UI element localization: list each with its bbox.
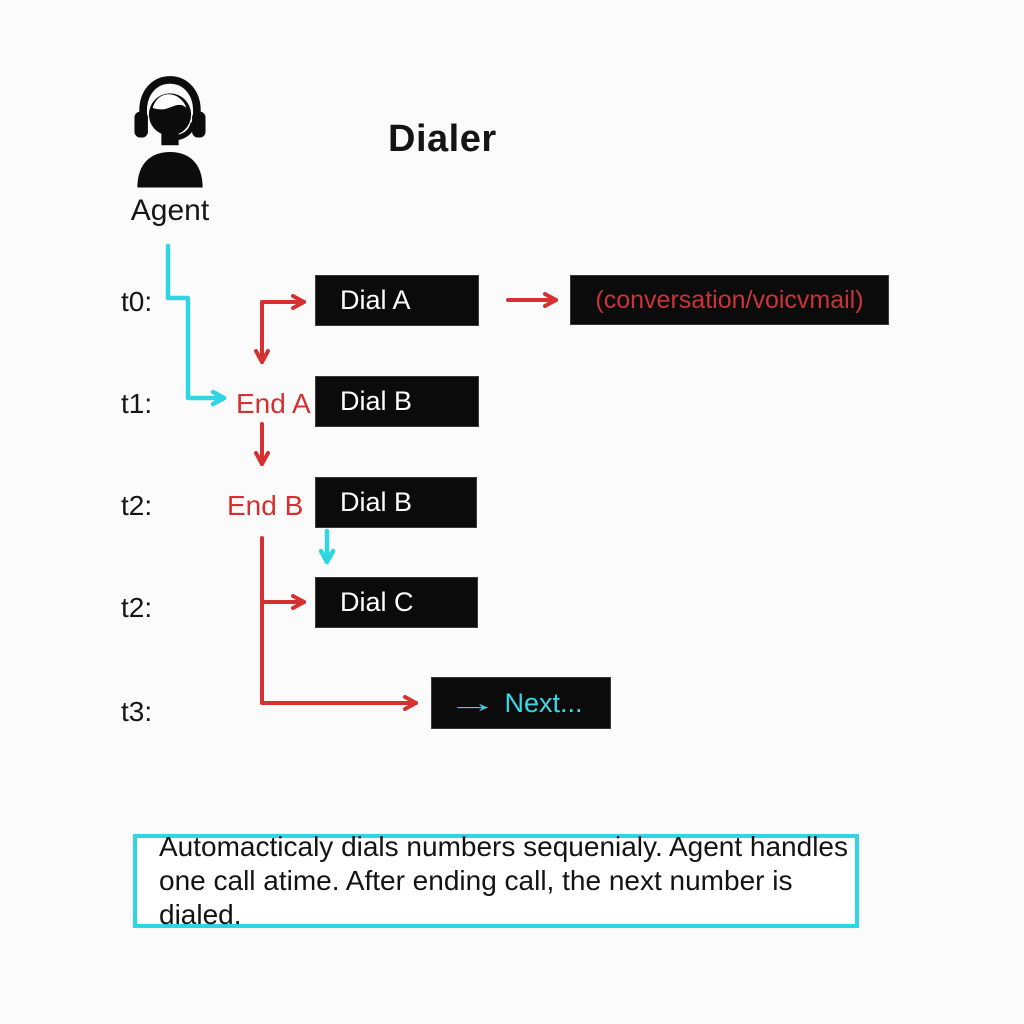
dial-a-box: Dial A xyxy=(316,276,478,325)
time-label-t1: t1: xyxy=(121,388,153,419)
description-line-1: Automacticaly dials numbers sequenialy. … xyxy=(159,831,848,862)
dial-b-box-t2: Dial B xyxy=(316,478,476,527)
time-label-t2-second: t2: xyxy=(121,592,153,623)
time-label-t3: t3: xyxy=(121,696,153,727)
next-label: Next... xyxy=(504,687,583,718)
agent-flow-line xyxy=(165,243,227,407)
description-line-2: one call atime. After ending call, the n… xyxy=(159,865,793,930)
agent-label: Agent xyxy=(130,194,210,227)
next-arrow-icon: → xyxy=(447,687,499,718)
next-box: → Next... xyxy=(432,678,610,728)
end-b-label: End B xyxy=(227,490,304,521)
end-a-label: End A xyxy=(236,388,311,419)
dial-c-box: Dial C xyxy=(316,578,477,627)
time-label-t2-first: t2: xyxy=(121,490,153,521)
conversation-voicemail-box: (conversation/voicvmail) xyxy=(571,276,888,324)
agent-headset-icon xyxy=(134,76,206,188)
time-label-t0: t0: xyxy=(121,286,153,317)
description-box: Automacticaly dials numbers sequenialy. … xyxy=(133,831,859,930)
diagram-title: Dialer xyxy=(388,118,497,160)
dial-b-box-t1: Dial B xyxy=(316,377,478,426)
